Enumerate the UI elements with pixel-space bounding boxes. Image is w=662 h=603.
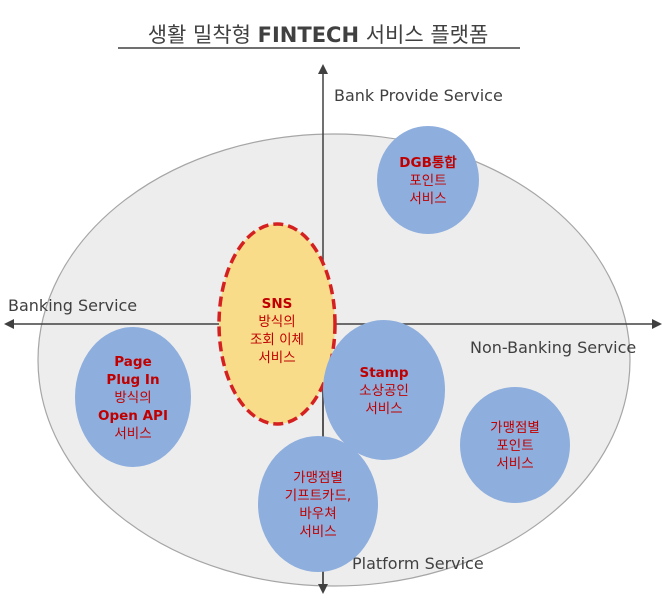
bubble-merchant-gift (258, 436, 378, 572)
bubble-line: 바우쳐 (299, 506, 336, 522)
bubble-line: 서비스 (365, 401, 402, 417)
title-highlight: FINTECH (258, 23, 359, 47)
axis-label-left: Banking Service (8, 296, 137, 315)
bubble-dgb (377, 126, 479, 234)
bubble-line: Plug In (106, 372, 159, 388)
bubble-line: DGB통합 (399, 154, 457, 171)
bubble-line: Open API (98, 408, 168, 424)
bubble-line: 소상공인 (359, 383, 409, 399)
bubble-line: 서비스 (409, 191, 446, 207)
title-suffix: 서비스 플랫폼 (359, 23, 488, 47)
bubble-line: 가맹점별 (490, 420, 540, 436)
axis-label-bottom: Platform Service (352, 554, 484, 573)
bubble-line: Page (114, 354, 151, 370)
axis-label-right: Non-Banking Service (470, 338, 636, 357)
bubble-line: 가맹점별 (293, 470, 343, 486)
title-prefix: 생활 밀착형 (148, 23, 258, 47)
bubble-line: 포인트 (409, 173, 446, 189)
bubble-line: Stamp (359, 365, 408, 381)
bubble-line: 방식의 (258, 314, 295, 330)
bubble-line: 조회 이체 (250, 332, 304, 348)
bubble-sns (217, 222, 337, 426)
bubble-line: 기프트카드, (285, 488, 351, 504)
axis-label-top: Bank Provide Service (334, 86, 503, 105)
bubble-stamp (323, 320, 445, 460)
bubble-line: 서비스 (258, 350, 295, 366)
bubble-merchant-point (460, 387, 570, 503)
diagram-title: 생활 밀착형 FINTECH 서비스 플랫폼 (148, 23, 489, 47)
bubble-line: 포인트 (496, 438, 533, 454)
bubble-page-plugin (75, 327, 191, 467)
bubble-line: 서비스 (299, 524, 336, 540)
bubble-line: SNS (262, 296, 293, 312)
bubble-line: 서비스 (114, 426, 151, 442)
bubble-line: 방식의 (114, 390, 151, 406)
bubble-line: 서비스 (496, 456, 533, 472)
